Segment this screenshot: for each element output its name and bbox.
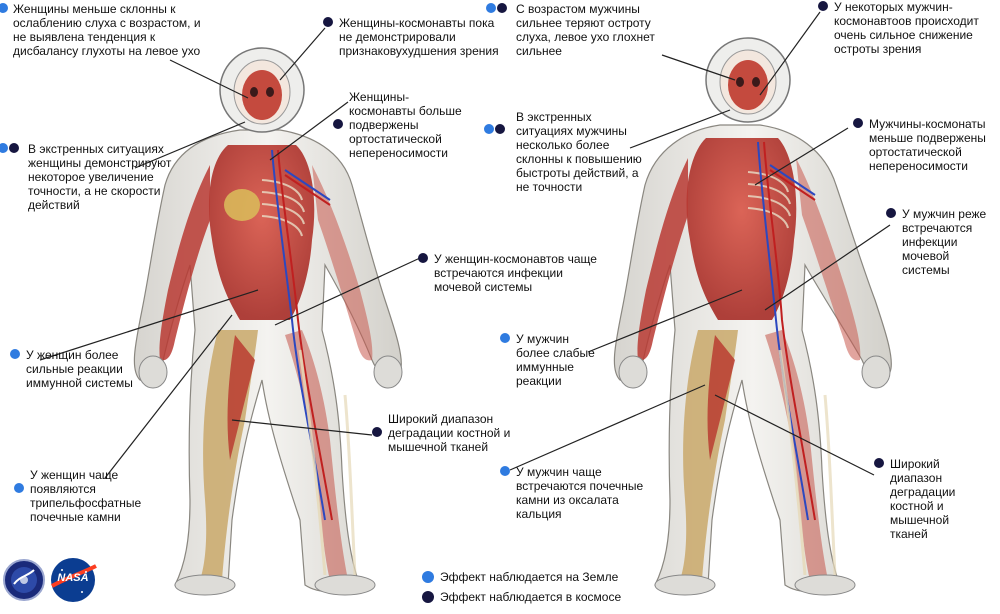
space-effect-dot-icon [422,591,434,603]
earth-effect-dot-icon [14,483,24,493]
female-torso-muscle [208,145,315,320]
annotation-text: В экстренных ситуациях женщины демонстри… [28,142,172,212]
female-left-boot [174,574,236,596]
annotation-male-immune: У мужчин более слабые иммунные реакции [500,332,602,388]
legend-label-space: Эффект наблюдается в космосе [440,590,622,604]
male-astronaut-figure [613,37,892,596]
female-ribcage [261,179,305,237]
earth-effect-dot-icon [0,3,8,13]
space-effect-dot-icon [886,208,896,218]
earth-effect-dot-icon [0,143,8,153]
annotation-male-emergency: В экстренных ситуациях мужчины несколько… [484,110,651,194]
annotation-female-stones: У женщин чаще появляются трипельфосфатны… [14,468,156,524]
female-breast-tissue [224,189,260,221]
space-effect-dot-icon [333,119,343,129]
nasa-logo-text: NASA [57,572,89,584]
male-left-boot [654,574,716,596]
male-torso-muscle [686,138,797,320]
male-right-arm-muscle [796,158,861,361]
earth-effect-dot-icon [422,571,434,583]
annotation-male-orthostatic: Мужчины-космонаты меньше подвержены орто… [853,117,995,173]
space-effect-dot-icon [874,458,884,468]
annotation-text: Женщины-космонавты пока не демонстрирова… [339,16,499,58]
annotation-text: У женщин-космонавтов чаще встречаются ин… [434,252,597,294]
annotation-text: У мужчин реже встречаются инфекции мочев… [902,207,987,277]
earth-effect-dot-icon [500,466,510,476]
annotation-female-uti: У женщин-космонавтов чаще встречаются ин… [418,252,600,294]
annotation-female-orthostatic: Женщины-космонавты больше подвержены орт… [333,90,475,160]
female-right-arm-muscle [312,165,373,361]
annotation-text: У некоторых мужчин-космонавтоов происход… [834,0,979,56]
space-effect-dot-icon [9,143,19,153]
female-left-leg-muscle [227,335,255,460]
annotation-female-immune: У женщин более сильные реакции иммунной … [10,348,142,390]
annotation-text: В экстренных ситуациях мужчины несколько… [516,110,642,194]
annotation-text: У женщин более сильные реакции иммунной … [26,348,133,390]
annotation-text: У мужчин более слабые иммунные реакции [516,332,595,388]
annotation-female-emergency: В экстренных ситуациях женщины демонстри… [0,142,175,212]
annotation-female-vision: Женщины-космонавты пока не демонстрирова… [323,16,500,58]
space-effect-dot-icon [323,17,333,27]
leader-lines [39,11,891,479]
annotation-male-vision: У некоторых мужчин-космонавтоов происход… [818,0,1000,56]
annotation-male-uti: У мужчин реже встречаются инфекции мочев… [886,207,996,277]
legend-item-space: Эффект наблюдается в космосе [422,590,621,604]
annotation-male-bone: Широкий диапазон деградации костной и мы… [874,457,986,541]
legend-label-earth: Эффект наблюдается на Земле [440,570,619,584]
annotation-female-hearing: Женщины меньше склонны к ослаблению слух… [0,2,215,58]
earth-effect-dot-icon [484,124,494,134]
male-blood-vessels [757,141,816,521]
female-astronaut-figure [133,47,403,596]
space-effect-dot-icon [372,427,382,437]
male-right-glove [861,355,891,389]
space-effect-dot-icon [418,253,428,263]
annotation-male-hearing: С возрастом мужчины сильнее теряют остро… [486,2,663,58]
earth-effect-dot-icon [486,3,496,13]
space-effect-dot-icon [853,118,863,128]
legend: Эффект наблюдается на Земле Эффект наблю… [422,570,621,610]
female-left-glove [138,355,168,389]
annotation-text: У мужчин чаще встречаются почечные камни… [516,465,644,521]
space-effect-dot-icon [497,3,507,13]
earth-effect-dot-icon [10,349,20,359]
space-effect-dot-icon [495,124,505,134]
annotation-male-stones: У мужчин чаще встречаются почечные камни… [500,465,652,521]
legend-item-earth: Эффект наблюдается на Земле [422,570,621,584]
male-skull [728,60,768,110]
annotation-female-bone: Широкий диапазон деградации костной и мы… [372,412,514,454]
male-left-arm-muscle [637,158,688,361]
female-skull [242,70,282,120]
earth-effect-dot-icon [500,333,510,343]
nasa-logo-icon [51,558,97,602]
annotation-text: Мужчины-космонаты меньше подвержены орто… [869,117,986,173]
annotation-text: С возрастом мужчины сильнее теряют остро… [516,2,655,58]
annotation-text: У женщин чаще появляются трипельфосфатны… [30,468,142,524]
male-left-glove [618,355,648,389]
annotation-text: Женщины меньше склонны к ослаблению слух… [13,2,201,58]
annotation-text: Широкий диапазон деградации костной и мы… [890,457,956,541]
female-right-glove [373,355,403,389]
space-effect-dot-icon [818,1,828,11]
annotation-text: Широкий диапазон деградации костной и мы… [388,412,511,454]
male-right-boot [794,574,856,596]
nsbri-seal-logo-icon [3,559,45,601]
female-left-arm-muscle [159,165,210,361]
female-right-boot [314,574,376,596]
annotation-text: Женщины-космонавты больше подвержены орт… [349,90,462,160]
